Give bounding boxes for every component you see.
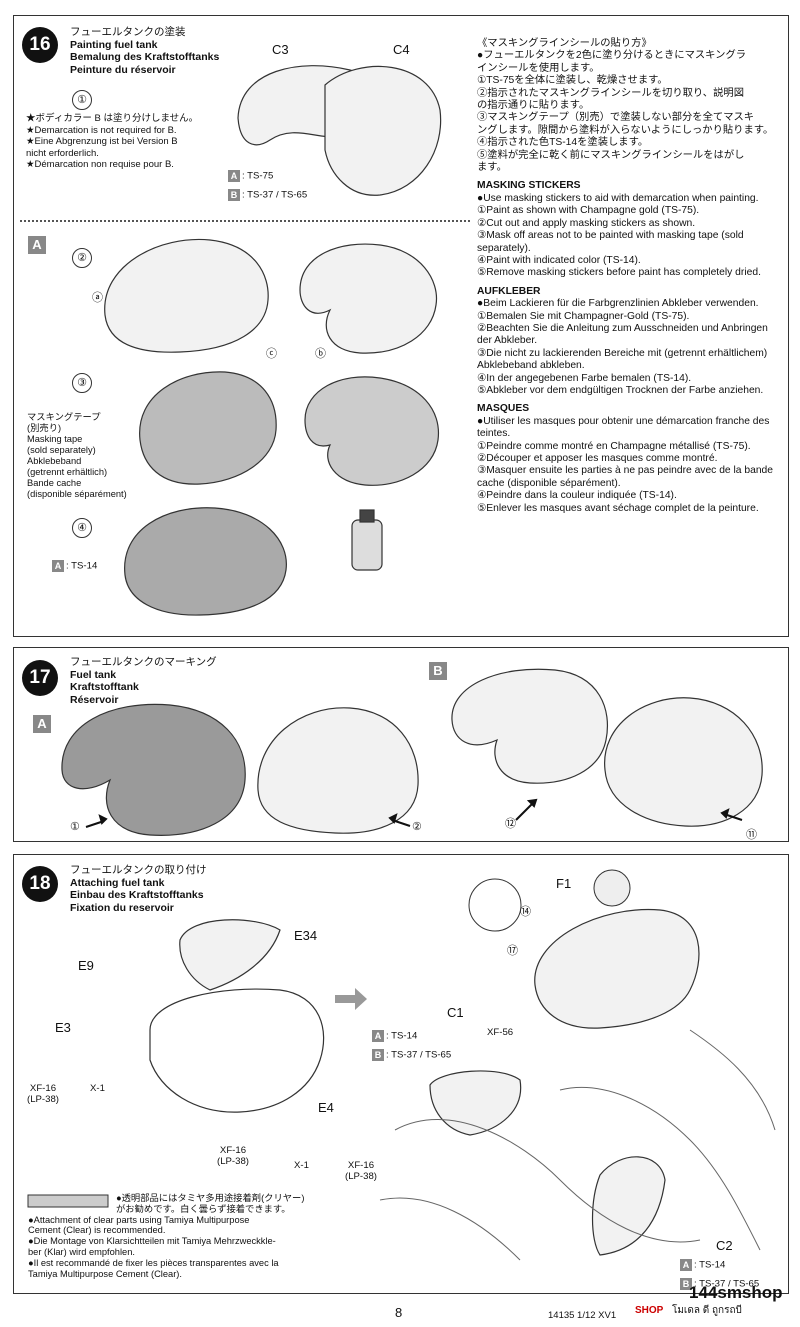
- paint-xf16-right: XF-16(LP-38): [345, 1160, 377, 1183]
- mark-c: ⓒ: [266, 348, 277, 360]
- step17-title: フューエルタンクのマーキング Fuel tank Kraftstofftank …: [70, 656, 217, 706]
- masking-tape-label: マスキングテープ (別売り) Masking tape (sold separa…: [27, 412, 127, 499]
- label-f1: F1: [556, 876, 572, 891]
- paint-a-ts14: A: TS-14: [52, 560, 97, 572]
- paint-xf56: XF-56: [487, 1027, 514, 1038]
- dotted-divider: [20, 220, 470, 222]
- step18-title: フューエルタンクの取り付け Attaching fuel tank Einbau…: [70, 864, 207, 914]
- label-e3: E3: [55, 1020, 71, 1035]
- cement-note: ●透明部品にはタミヤ多用途接着剤(クリヤー) がお勧めです。白く曇らず接着できま…: [28, 1193, 305, 1279]
- watermark: 144smshop SHOP โมเดล ดี ถูกรถบี: [635, 1283, 783, 1316]
- section-b-17: B: [429, 662, 447, 680]
- sub-step-1: ①: [72, 90, 92, 110]
- step17-number: 17: [22, 660, 58, 696]
- label-e4: E4: [318, 1100, 334, 1115]
- step18-panel: [13, 854, 789, 1294]
- label-c1: C1: [447, 1005, 464, 1020]
- mark-b: ⓑ: [315, 348, 326, 360]
- paint-x1-mid: X-1: [294, 1160, 309, 1171]
- label-c4: C4: [393, 42, 410, 57]
- paint-b-ts37-c2: B: TS-37 / TS-65: [680, 1278, 759, 1290]
- sub-step-3: ③: [72, 373, 92, 393]
- masking-instructions: 《マスキングラインシールの貼り方》 ●フューエルタンクを2色に塗り分けるときにマ…: [477, 38, 774, 514]
- paint-b-ts37-18: B: TS-37 / TS-65: [372, 1049, 451, 1061]
- paint-a-ts75: A: TS-75: [228, 170, 273, 182]
- paint-a-ts14-18: A: TS-14: [372, 1030, 417, 1042]
- label-c3: C3: [272, 42, 289, 57]
- label-c2: C2: [716, 1238, 733, 1253]
- decal-14: ⑭: [520, 906, 531, 918]
- product-code: 14135 1/12 XV1: [548, 1310, 617, 1321]
- step16-notes: ★ボディカラー B は塗り分けしません。 ★Demarcation is not…: [26, 113, 199, 170]
- label-e34: E34: [294, 928, 318, 943]
- decal-17: ⑰: [507, 945, 518, 957]
- step16-title: フューエルタンクの塗装 Painting fuel tank Bemalung …: [70, 26, 220, 76]
- label-e9: E9: [78, 958, 94, 973]
- paint-b-ts37: B: TS-37 / TS-65: [228, 189, 307, 201]
- section-a-box: A: [28, 236, 46, 254]
- decal-12: ⑫: [505, 818, 516, 830]
- sub-step-4: ④: [72, 518, 92, 538]
- step16-panel: [13, 15, 789, 637]
- decal-2: ②: [412, 821, 422, 833]
- paint-xf16-left: XF-16(LP-38): [27, 1083, 59, 1106]
- step17-panel: [13, 647, 789, 842]
- paint-a-ts14-c2: A: TS-14: [680, 1259, 725, 1271]
- step16-number: 16: [22, 27, 58, 63]
- page-number: 8: [395, 1305, 403, 1320]
- decal-11: ⑪: [746, 829, 757, 841]
- step18-number: 18: [22, 866, 58, 902]
- decal-1: ①: [70, 821, 80, 833]
- section-a-17: A: [33, 715, 51, 733]
- sub-step-2: ②: [72, 248, 92, 268]
- paint-xf16-mid: XF-16(LP-38): [217, 1145, 249, 1168]
- mark-a: ⓐ: [92, 292, 103, 304]
- paint-x1-left: X-1: [90, 1083, 105, 1094]
